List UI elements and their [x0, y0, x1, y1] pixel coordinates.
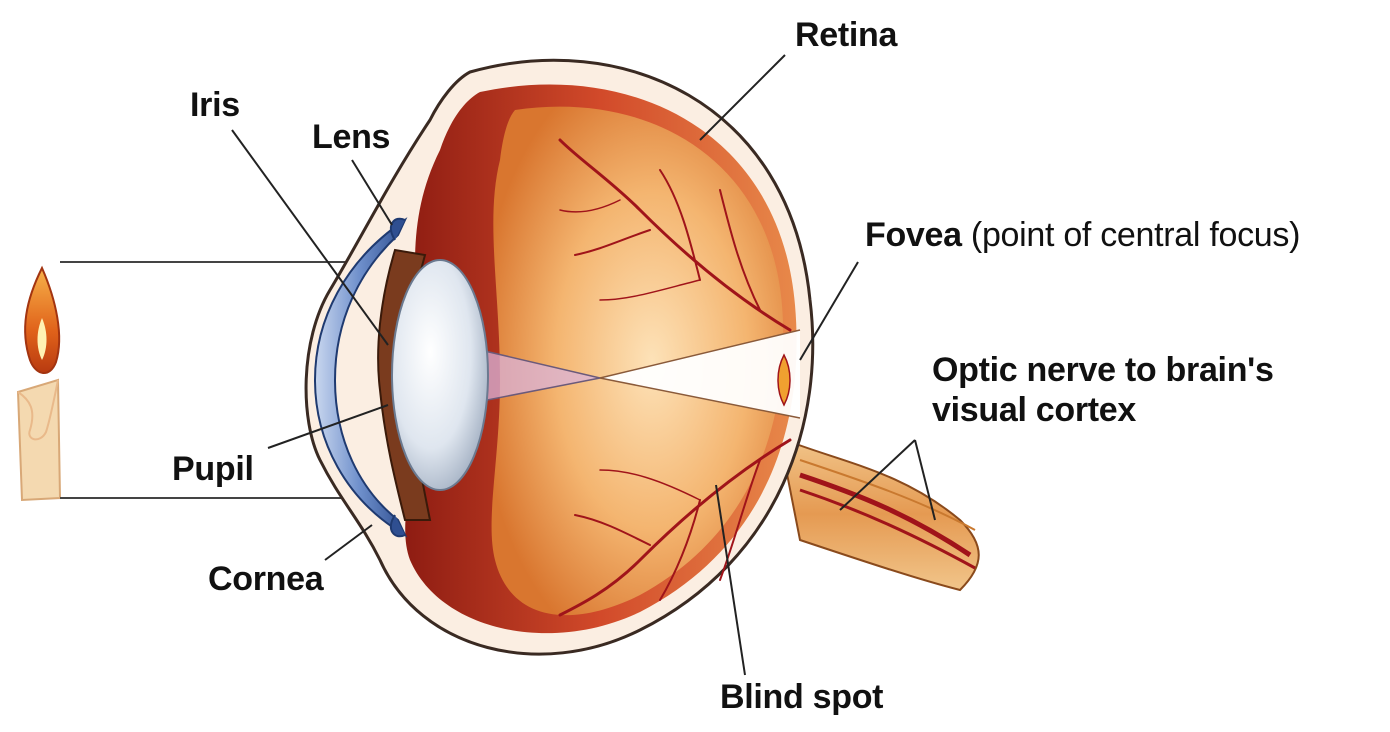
iris-label: Iris	[190, 88, 240, 122]
optic-nerve-label: Optic nerve to brain's visual cortex	[932, 350, 1274, 430]
candle-illustration	[18, 268, 60, 500]
fovea-label-group: Fovea (point of central focus)	[865, 218, 1300, 252]
optic-nerve-illustration	[780, 438, 979, 590]
optic-nerve-label-line2: visual cortex	[932, 390, 1274, 430]
blind-spot-label: Blind spot	[720, 680, 883, 714]
pupil-label: Pupil	[172, 452, 254, 486]
optic-nerve-label-line1: Optic nerve to brain's	[932, 350, 1274, 390]
lens-label: Lens	[312, 120, 390, 154]
fovea-note: (point of central focus)	[971, 216, 1300, 254]
cornea-leader	[325, 525, 372, 560]
crystalline-lens	[392, 260, 488, 490]
retina-label: Retina	[795, 18, 897, 52]
fovea-label: Fovea	[865, 216, 962, 254]
cornea-label: Cornea	[208, 562, 323, 596]
retina-leader	[700, 55, 785, 140]
